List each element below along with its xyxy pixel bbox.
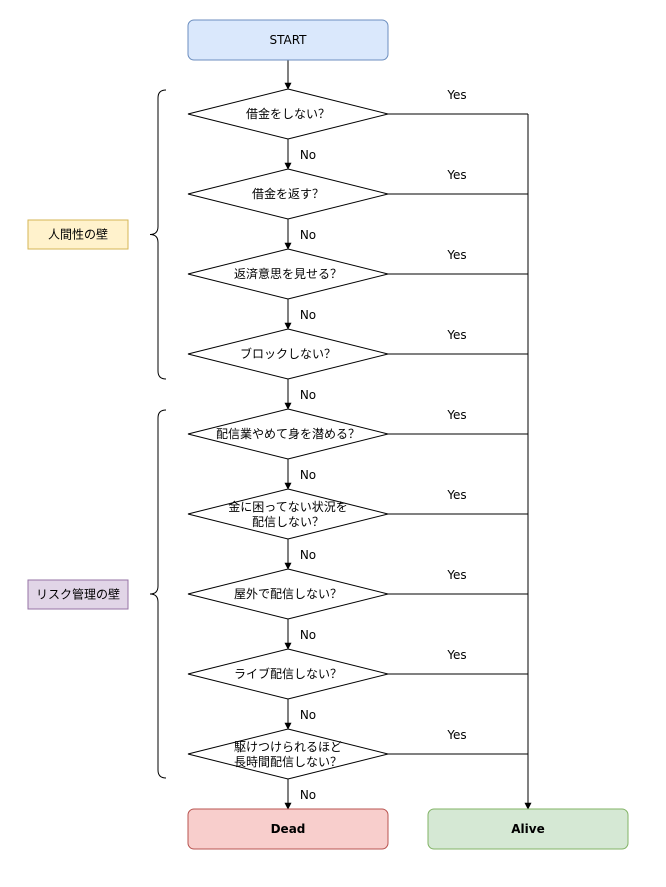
question-label: 駆けつけられるほど <box>234 740 342 754</box>
alive-label: Alive <box>511 822 544 836</box>
question-label: 返済意思を見せる？ <box>234 266 342 281</box>
no-label: No <box>300 788 316 802</box>
group-label: リスク管理の壁 <box>36 587 120 602</box>
question-label: 配信しない？ <box>252 515 324 529</box>
question-diamond <box>187 728 389 780</box>
connectors <box>149 60 532 810</box>
question-diamond <box>187 488 389 540</box>
no-label: No <box>300 308 316 322</box>
question-label: ライブ配信しない？ <box>234 666 342 681</box>
no-label: No <box>300 708 316 722</box>
dead-label: Dead <box>271 822 306 836</box>
dead-node <box>187 808 389 850</box>
yes-label: Yes <box>446 408 466 422</box>
nodes: START 借金をしない？ 借金を返す？ 返済意思を見せる？ ブロックしない？ 配信業やめ… <box>27 19 629 850</box>
question-diamond <box>187 248 389 300</box>
no-label: No <box>300 228 316 242</box>
question-diamond <box>187 168 389 220</box>
yes-label: Yes <box>446 728 466 742</box>
no-label: No <box>300 548 316 562</box>
group-label-box <box>27 579 129 610</box>
yes-label: Yes <box>446 248 466 262</box>
question-label: 長時間配信しない？ <box>234 755 342 769</box>
yes-label: Yes <box>446 488 466 502</box>
no-label: No <box>300 148 316 162</box>
question-diamond <box>187 88 389 140</box>
yes-label: Yes <box>446 88 466 102</box>
yes-label: Yes <box>446 168 466 182</box>
question-label: 配信業やめて身を潜める？ <box>216 426 360 441</box>
question-diamond <box>187 568 389 620</box>
question-label: 借金を返す？ <box>252 186 324 201</box>
question-label: 金に困ってない状況を <box>228 499 347 514</box>
brace-humanity <box>149 89 167 380</box>
group-label-box <box>27 219 129 250</box>
question-label: 屋外で配信しない？ <box>234 587 342 601</box>
start-node <box>187 19 389 61</box>
question-label: ブロックしない？ <box>240 346 336 361</box>
question-diamond <box>187 408 389 460</box>
yes-label: Yes <box>446 648 466 662</box>
edge-labels: YesNoYesNoYesNoYesNoYesNoYesNoYesNoYesNo… <box>300 88 467 802</box>
question-label: 借金をしない？ <box>246 106 330 121</box>
no-label: No <box>300 388 316 402</box>
no-label: No <box>300 628 316 642</box>
question-diamond <box>187 648 389 700</box>
alive-node <box>427 808 629 850</box>
group-label: 人間性の壁 <box>48 227 108 242</box>
brace-risk <box>149 409 167 779</box>
question-diamond <box>187 328 389 380</box>
yes-label: Yes <box>446 568 466 582</box>
start-label: START <box>269 33 307 47</box>
no-label: No <box>300 468 316 482</box>
yes-label: Yes <box>446 328 466 342</box>
